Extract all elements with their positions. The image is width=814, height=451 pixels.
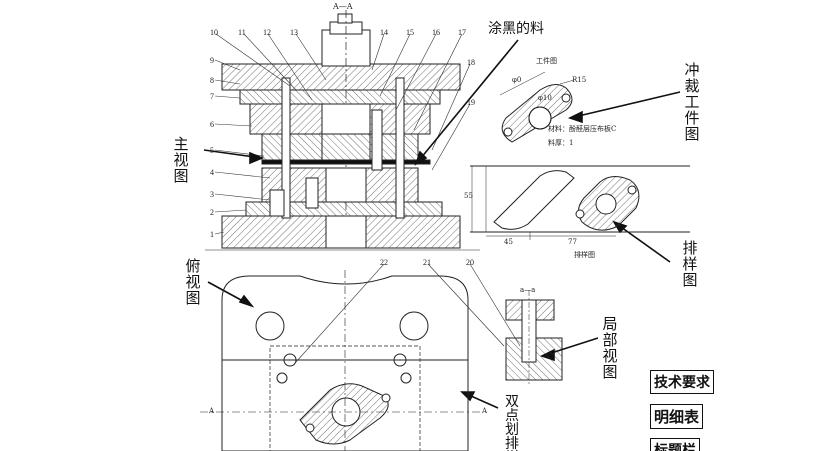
part-number: 11 (238, 28, 246, 37)
workpiece-title: 工件图 (536, 57, 557, 65)
main-view (205, 10, 480, 251)
layout-drawing (470, 165, 690, 240)
section-label: A—A (333, 2, 353, 11)
part-number: 13 (290, 28, 298, 37)
part-number: 17 (458, 28, 466, 37)
workpiece-thickness: 料厚：1 (548, 139, 574, 147)
workpiece-drawing (499, 71, 575, 143)
workpiece-dim-r: R15 (572, 76, 587, 84)
part-number: 7 (210, 92, 214, 101)
title-block-box: 标题栏 (650, 438, 700, 451)
part-number: 12 (263, 28, 271, 37)
part-number: 6 (210, 120, 214, 129)
part-number: 4 (210, 168, 214, 177)
part-number: 9 (210, 56, 214, 65)
part-number: 14 (380, 28, 388, 37)
layout-dim-height: 55 (464, 192, 473, 200)
callout-blank-part: 冲裁工件图 (684, 61, 700, 143)
callout-layout: 排样图 (682, 239, 698, 289)
part-number: 2 (210, 208, 214, 217)
tech-requirements-box: 技术要求 (650, 370, 714, 394)
callout-partial-view: 局部视图 (602, 315, 618, 381)
section-a-left: A (209, 407, 215, 415)
workpiece-dim-phi: φ0 (512, 76, 522, 84)
callout-double-dot: 双点划排样 (505, 395, 519, 451)
workpiece-material: 材料：酚醛层压布板C (548, 125, 617, 133)
partial-view (505, 290, 563, 384)
part-number: 15 (406, 28, 414, 37)
part-number: 8 (210, 76, 214, 85)
part-number: 5 (210, 146, 214, 155)
part-number: 16 (432, 28, 440, 37)
layout-dim-b: 77 (568, 238, 577, 246)
part-number: 19 (467, 98, 475, 107)
part-number: 22 (380, 258, 388, 267)
part-number: 20 (466, 258, 474, 267)
callout-main-view: 主视图 (173, 135, 189, 185)
layout-dim-a: 45 (504, 238, 513, 246)
top-view (200, 270, 480, 451)
callout-coated-strip: 涂黑的料 (488, 21, 544, 37)
detail-label: a—a (520, 286, 536, 294)
part-number: 10 (210, 28, 218, 37)
part-number: 18 (467, 58, 475, 67)
callout-top-view: 俯视图 (185, 257, 201, 307)
parts-list-box: 明细表 (650, 404, 704, 429)
layout-title: 排样图 (574, 251, 595, 259)
top-leaders (295, 263, 521, 363)
part-number: 21 (423, 258, 431, 267)
part-number: 3 (210, 190, 214, 199)
workpiece-dim-hole: φ10 (538, 94, 552, 102)
section-a-right: A (482, 407, 488, 415)
part-number: 1 (210, 230, 214, 239)
